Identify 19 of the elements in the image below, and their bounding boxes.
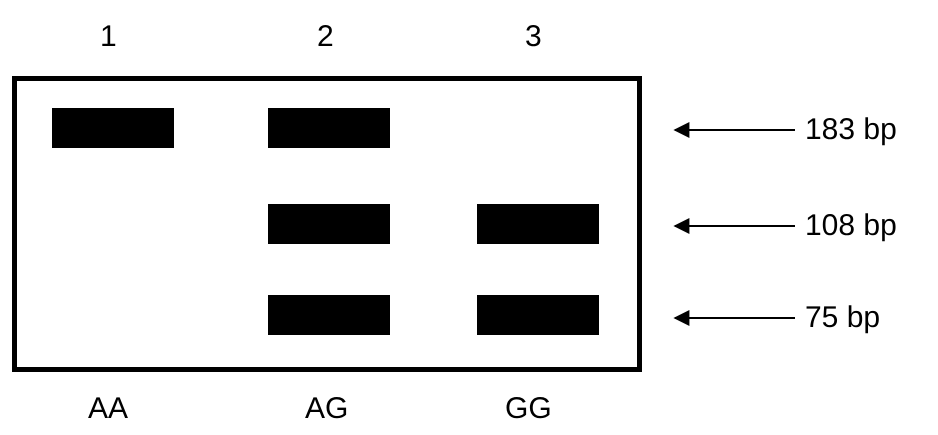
gel-band	[52, 108, 174, 148]
gel-band	[268, 204, 390, 244]
size-label: 108 bp	[805, 209, 935, 243]
genotype-label: GG	[505, 392, 552, 426]
gel-frame	[12, 76, 642, 372]
arrow	[673, 218, 795, 234]
gel-band	[268, 295, 390, 335]
lane-number: 1	[100, 20, 117, 54]
gel-band	[268, 108, 390, 148]
lane-number: 3	[525, 20, 542, 54]
genotype-label: AA	[88, 392, 128, 426]
arrow	[673, 122, 795, 138]
size-label: 183 bp	[805, 113, 935, 147]
arrow	[673, 310, 795, 326]
lane-number: 2	[317, 20, 334, 54]
size-label: 75 bp	[805, 301, 935, 335]
gel-band	[477, 204, 599, 244]
genotype-label: AG	[305, 392, 348, 426]
gel-band	[477, 295, 599, 335]
